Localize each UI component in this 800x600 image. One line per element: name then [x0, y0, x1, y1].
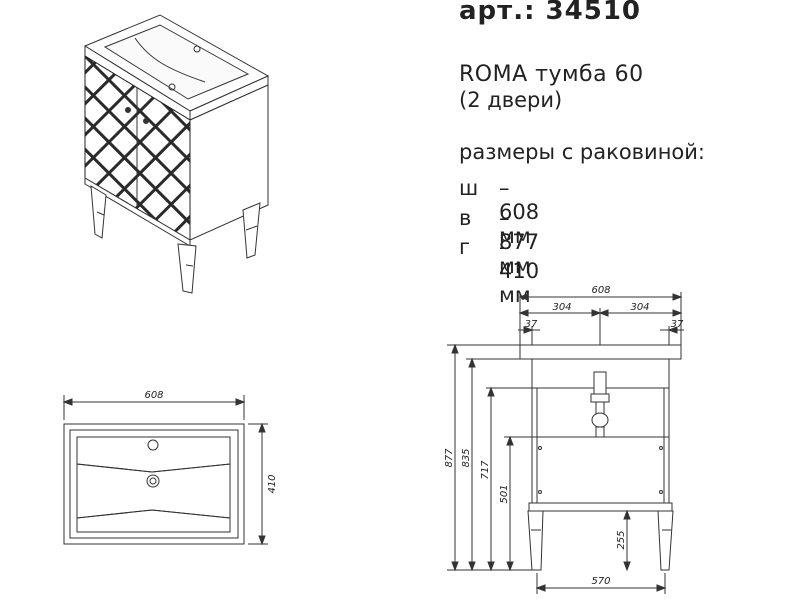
top-view-tap-hole [147, 439, 159, 451]
front-height-501-label: 501 [499, 484, 510, 503]
iso-leg-front-left [90, 185, 107, 239]
front-view-countertop [519, 344, 682, 360]
front-height-717-label: 717 [480, 460, 491, 480]
dimension-depth-key: г [459, 235, 471, 259]
top-view-drain [146, 474, 160, 488]
front-height-total-label: 877 [444, 448, 455, 468]
front-view-leg-right [657, 510, 674, 571]
top-view-width-label: 608 [144, 390, 163, 401]
top-view-depth-label: 410 [267, 474, 278, 493]
front-overhang-right-label: 37 [671, 319, 684, 330]
front-height-body-label: 835 [461, 448, 472, 467]
dimension-height-key: в [459, 206, 472, 230]
iso-leg-back-right [242, 202, 261, 259]
article-number: арт.: 34510 [459, 0, 642, 26]
front-half-left-label: 304 [552, 302, 571, 313]
dimension-width-key: ш [459, 176, 479, 200]
product-subtitle: (2 двери) [459, 88, 563, 112]
front-half-right-label: 304 [630, 302, 649, 313]
front-leg-height-label: 255 [616, 530, 627, 549]
dimension-height-value: – 877 мм [499, 206, 540, 278]
front-base-width-label: 570 [591, 576, 610, 587]
product-title: ROMA тумба 60 [459, 62, 644, 87]
iso-leg-front-right [177, 243, 197, 294]
sizes-label: размеры с раковиной: [459, 140, 705, 164]
front-total-width-label: 608 [591, 285, 610, 296]
dimension-width-value: – 608 мм [499, 176, 540, 248]
dimension-depth-value: – 410 мм [499, 235, 540, 307]
front-overhang-left-label: 37 [525, 319, 538, 330]
front-view-leg-left [527, 510, 544, 571]
front-view-siphon [593, 371, 607, 395]
iso-sink-basin [103, 24, 250, 100]
